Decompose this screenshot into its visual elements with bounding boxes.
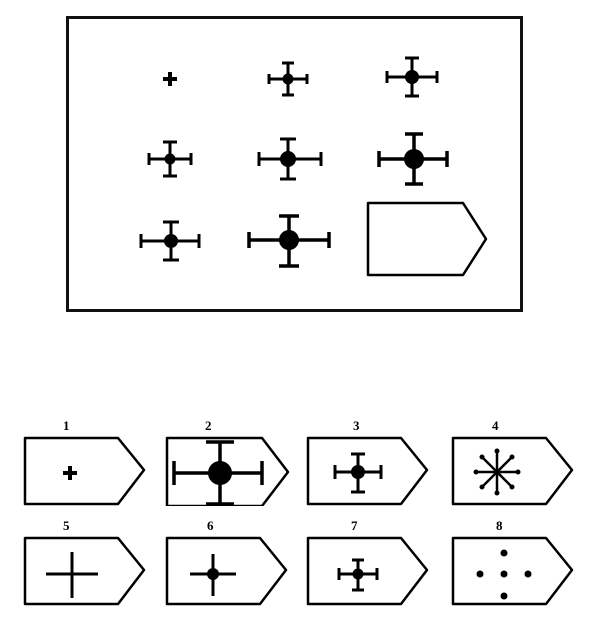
capped-cross-dot-figure <box>377 132 449 186</box>
option-number: 2 <box>205 418 212 433</box>
option-7[interactable]: 7 <box>305 518 435 606</box>
pentagon-outline <box>366 201 488 277</box>
option-5-figure <box>23 536 146 606</box>
capped-cross-dot-figure <box>257 137 323 181</box>
option-number: 8 <box>496 518 503 533</box>
option-number: 6 <box>207 518 214 533</box>
option-1-figure <box>23 436 146 506</box>
option-number: 5 <box>63 518 70 533</box>
matrix-cell-r3c3 <box>367 124 457 194</box>
option-number: 7 <box>351 518 358 533</box>
matrix-cell-r2c1 <box>125 124 215 194</box>
option-2-figure <box>165 436 290 506</box>
option-5[interactable]: 5 <box>22 518 152 606</box>
option-4-figure <box>451 436 574 506</box>
matrix-cell-r3c2 <box>243 204 333 274</box>
option-3-figure <box>306 436 429 506</box>
matrix-cell-r1c3 <box>367 44 457 114</box>
option-6-figure <box>165 536 288 606</box>
capped-cross-dot-figure <box>139 220 201 262</box>
small-plus-figure <box>163 72 177 86</box>
option-8-figure <box>451 536 574 606</box>
option-6[interactable]: 6 <box>164 518 294 606</box>
answer-slot[interactable] <box>365 200 489 278</box>
option-8[interactable]: 8 <box>450 518 580 606</box>
matrix-cell-r1c2 <box>243 44 333 114</box>
capped-cross-dot-figure <box>247 214 331 268</box>
option-number: 3 <box>353 418 360 433</box>
matrix-cell-r2c2 <box>243 124 333 194</box>
option-7-figure <box>306 536 429 606</box>
capped-cross-dot-figure <box>385 56 439 98</box>
matrix-cell-r3c1 <box>125 204 215 274</box>
option-4[interactable]: 4 <box>450 418 580 506</box>
option-1[interactable]: 1 <box>22 418 152 506</box>
option-2[interactable]: 2 <box>164 418 294 506</box>
matrix-cell-r1c1 <box>125 44 215 114</box>
option-number: 1 <box>63 418 70 433</box>
option-number: 4 <box>492 418 499 433</box>
capped-cross-dot-figure <box>267 61 309 97</box>
capped-cross-dot-figure <box>147 140 193 178</box>
option-3[interactable]: 3 <box>305 418 435 506</box>
